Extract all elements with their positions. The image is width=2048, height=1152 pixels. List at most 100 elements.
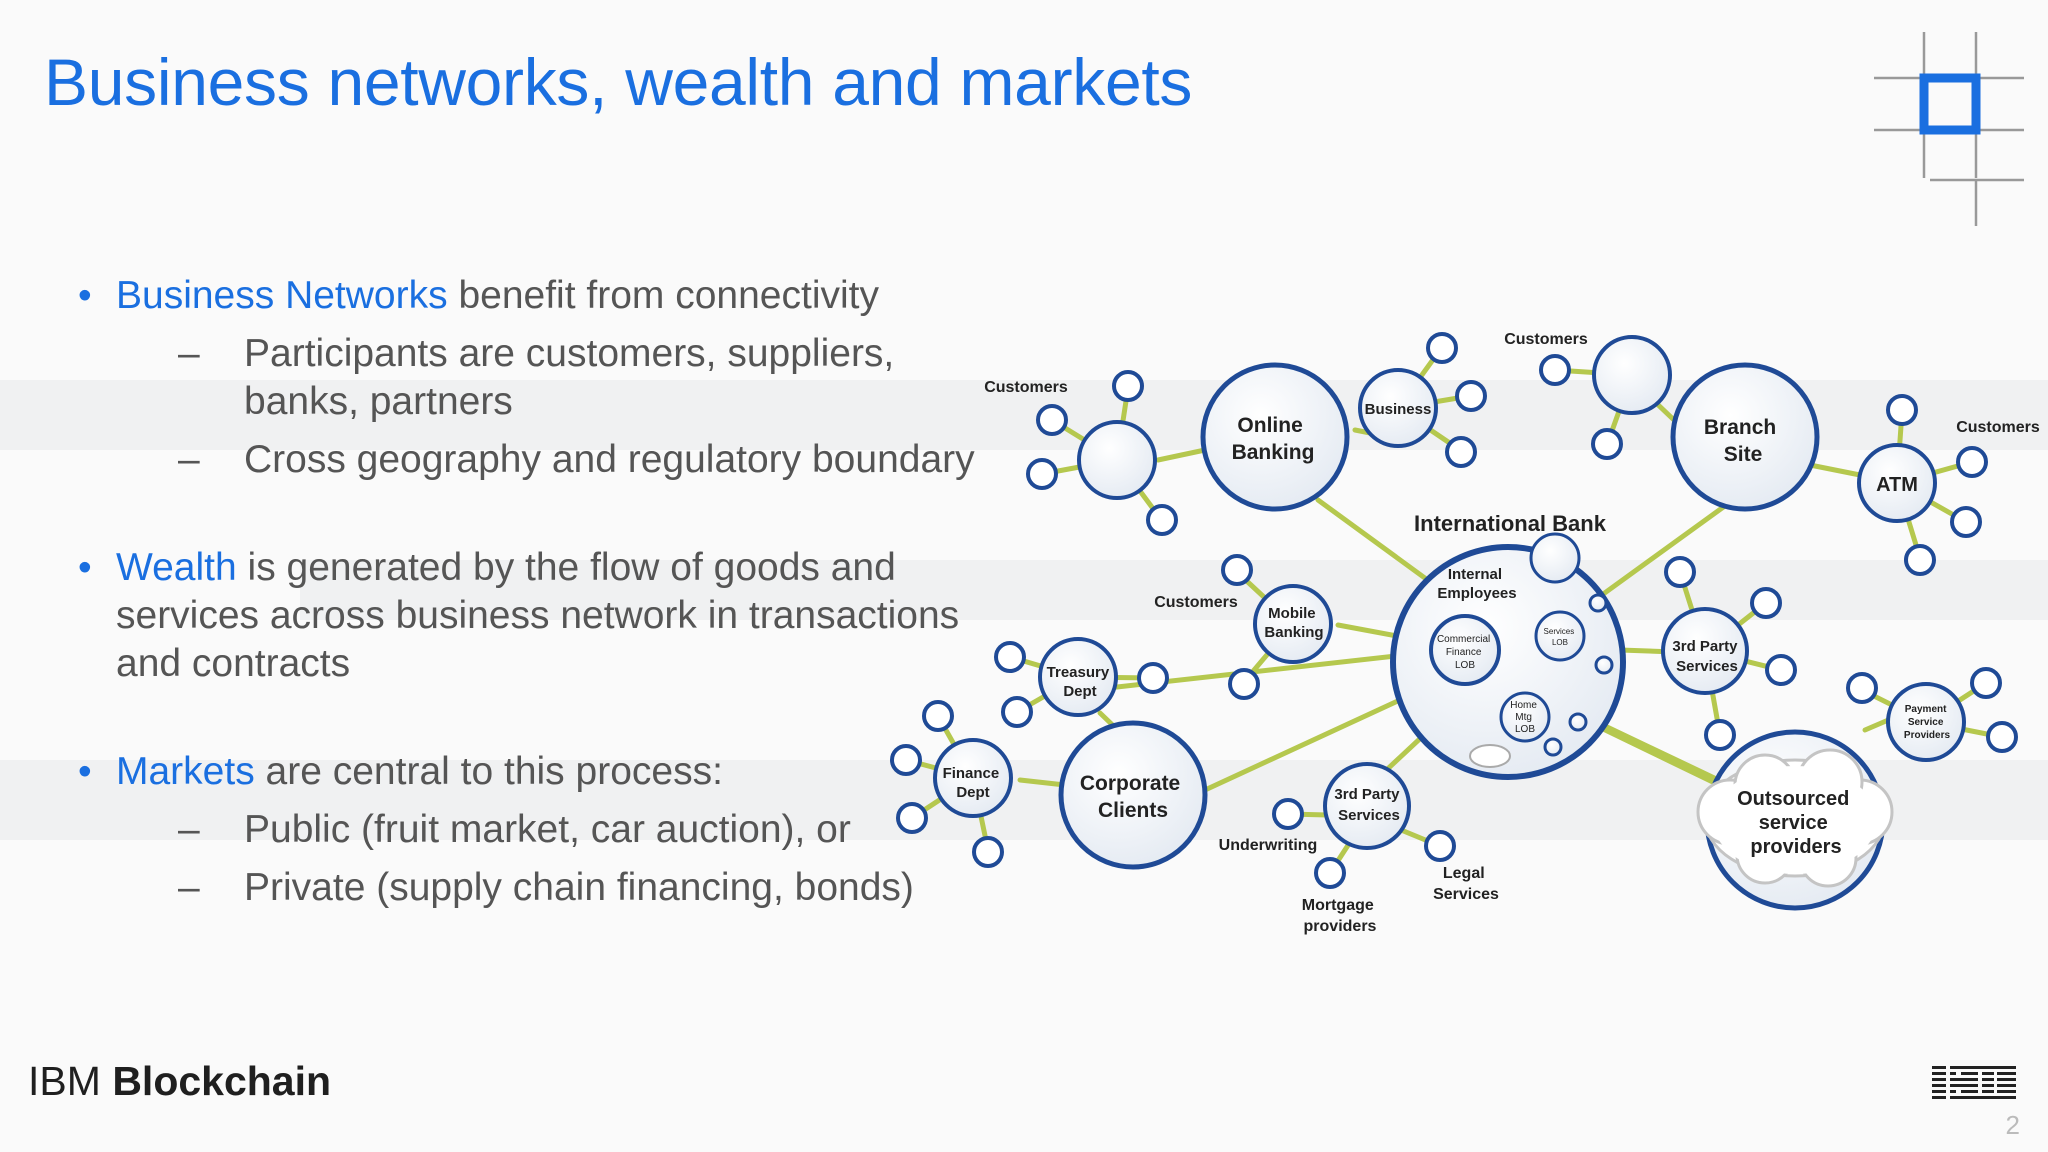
label-line: Services xyxy=(1433,886,1499,903)
bullet-highlight: Business Networks xyxy=(116,274,448,317)
label-line: Mortgage xyxy=(1302,897,1374,914)
label-line: Clients xyxy=(1098,799,1168,822)
customers-top-hub xyxy=(1592,335,1672,415)
label-line: Internal xyxy=(1448,566,1502,583)
label-line: 3rd Party xyxy=(1334,786,1400,803)
label-internal-employees: Internal Employees xyxy=(1437,566,1516,602)
label-line: Employees xyxy=(1437,585,1516,602)
bullet-list: • Business Networks benefit from connect… xyxy=(78,272,1008,912)
services-lob-node xyxy=(1534,610,1586,662)
label-corporate-clients: Corporate Clients xyxy=(1080,772,1186,822)
label-line: Home xyxy=(1510,700,1537,711)
label-international-bank: International Bank xyxy=(1414,511,1607,536)
bullet-text: are central to this process: xyxy=(254,750,723,793)
label-line: Services xyxy=(1544,627,1575,636)
blockchain-block-icon xyxy=(1874,32,2024,226)
finance-dept-node xyxy=(933,738,1013,818)
bullet-dot: • xyxy=(78,274,92,317)
bullet-wealth: • Wealth is generated by the flow of goo… xyxy=(78,544,1008,688)
label-line: Mtg xyxy=(1515,712,1532,723)
label-online-banking: Online Banking xyxy=(1232,414,1315,464)
satellite-nodes xyxy=(890,332,2018,889)
small-cloud-icon xyxy=(1469,744,1511,768)
label-line: Banking xyxy=(1232,441,1315,464)
sub-bullet-text: Public (fruit market, car auction), or xyxy=(244,808,851,851)
label-line: Providers xyxy=(1904,730,1951,741)
label-finance-dept: Finance Dept xyxy=(943,765,1004,801)
bullet-dot: • xyxy=(78,546,92,589)
label-line: Outsourced xyxy=(1737,788,1849,810)
label-line: Dept xyxy=(1063,683,1096,700)
label-mobile-banking: Mobile Banking xyxy=(1264,605,1323,641)
business-network-diagram: International Bank Internal Employees Co… xyxy=(890,331,2040,935)
label-line: providers xyxy=(1304,918,1377,935)
sub-bullet-participants: – Participants are customers, suppliers,… xyxy=(78,330,1008,426)
label-line: Services xyxy=(1676,658,1738,675)
home-mtg-node xyxy=(1499,691,1551,743)
page-number: 2 xyxy=(2005,1110,2020,1140)
branch-site-node xyxy=(1670,362,1820,512)
label-line: Site xyxy=(1724,443,1763,466)
sub-bullet-text: Private (supply chain financing, bonds) xyxy=(244,866,914,909)
label-services-lob: Services LOB xyxy=(1544,627,1577,647)
label-line: 3rd Party xyxy=(1672,638,1738,655)
international-bank-node xyxy=(1390,544,1626,780)
treasury-dept-node xyxy=(1038,637,1118,717)
sub-bullet-text: Participants are customers, suppliers, b… xyxy=(244,332,895,423)
sub-bullet-private: – Private (supply chain financing, bonds… xyxy=(78,864,1008,912)
inner-satellite xyxy=(1588,593,1608,613)
label-business: Business xyxy=(1365,401,1432,418)
bullet-markets: • Markets are central to this process: xyxy=(78,748,1008,796)
business-node xyxy=(1358,368,1438,448)
label-line: Commercial xyxy=(1437,634,1490,645)
label-treasury-dept: Treasury Dept xyxy=(1047,664,1114,700)
label-line: service xyxy=(1759,812,1828,834)
bullet-text: benefit from connectivity xyxy=(447,274,879,317)
customers-left-hub xyxy=(1077,420,1157,500)
diagram-labels: International Bank Internal Employees Co… xyxy=(943,331,2040,935)
online-banking-node xyxy=(1200,362,1350,512)
third-party-right-node xyxy=(1661,607,1749,695)
label-third-party-bottom: 3rd Party Services xyxy=(1334,786,1403,824)
label-line: LOB xyxy=(1552,638,1568,647)
bullet-dot: • xyxy=(78,750,92,793)
label-customers-right: Customers xyxy=(1956,419,2040,436)
label-mortgage: Mortgage providers xyxy=(1302,897,1378,935)
internal-employees-node xyxy=(1529,532,1581,584)
label-customers-left: Customers xyxy=(984,379,1068,396)
sub-bullet-geography: – Cross geography and regulatory boundar… xyxy=(78,436,1008,484)
inner-satellite xyxy=(1568,712,1588,732)
slide-title: Business networks, wealth and markets xyxy=(44,45,1193,119)
bullet-text: is generated by the flow of goods and se… xyxy=(116,546,960,685)
label-line: Finance xyxy=(943,765,1000,782)
label-customers-top: Customers xyxy=(1504,331,1588,348)
label-line: Payment xyxy=(1905,704,1947,715)
dash: – xyxy=(178,332,200,375)
label-legal: Legal Services xyxy=(1433,865,1499,903)
payment-providers-node xyxy=(1886,682,1966,762)
label-third-party-right: 3rd Party Services xyxy=(1672,638,1741,675)
corporate-clients-node xyxy=(1058,720,1208,870)
label-line: Online xyxy=(1237,414,1302,437)
label-underwriting: Underwriting xyxy=(1219,837,1318,854)
label-commercial-finance: Commercial Finance LOB xyxy=(1437,634,1493,671)
label-line: Dept xyxy=(956,784,989,801)
brand-prefix: IBM xyxy=(28,1058,101,1104)
label-line: Legal xyxy=(1443,865,1485,882)
label-line: Treasury xyxy=(1047,664,1110,681)
label-line: Banking xyxy=(1264,624,1323,641)
dash: – xyxy=(178,866,200,909)
commercial-finance-node xyxy=(1429,614,1501,686)
label-line: LOB xyxy=(1515,724,1535,735)
brand-product: Blockchain xyxy=(112,1058,332,1104)
label-line: Services xyxy=(1338,807,1400,824)
dash: – xyxy=(178,438,200,481)
ibm-blockchain-brand: IBM Blockchain xyxy=(28,1058,331,1105)
label-atm: ATM xyxy=(1876,474,1918,496)
network-nodes xyxy=(933,335,1966,870)
mobile-banking-node xyxy=(1253,584,1333,664)
third-party-bottom-node xyxy=(1323,762,1411,850)
bullet-highlight: Wealth xyxy=(116,546,237,589)
ibm-striped-logo-icon xyxy=(1932,1066,2016,1100)
sub-bullet-text: Cross geography and regulatory boundary xyxy=(244,438,975,481)
